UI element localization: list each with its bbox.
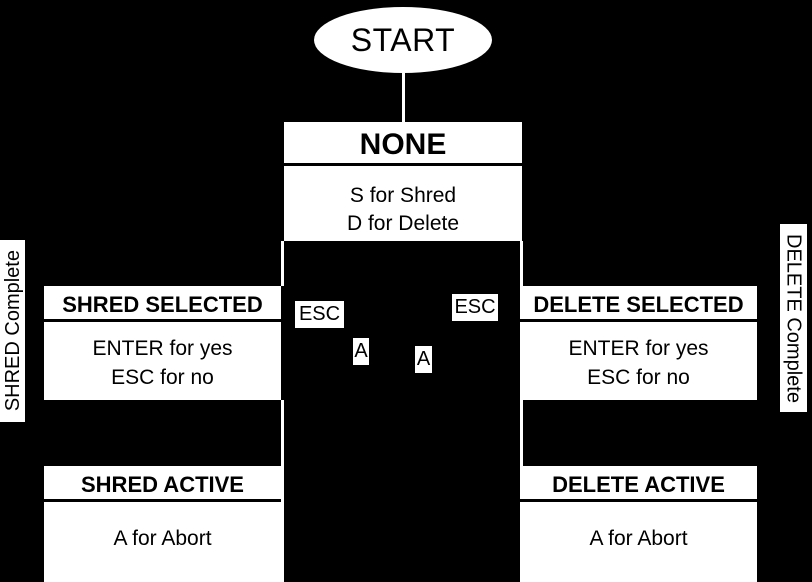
state-title-none: NONE xyxy=(284,122,522,166)
state-title-shred-active: SHRED ACTIVE xyxy=(44,466,281,502)
edge-label-esc-delete: ESC xyxy=(452,294,498,321)
side-label-delete-complete: DELETE Complete xyxy=(780,224,807,412)
state-node-none[interactable]: NONE S for Shred D for Delete xyxy=(284,122,522,241)
state-title-shred-selected: SHRED SELECTED xyxy=(44,286,281,322)
state-line: ESC for no xyxy=(587,366,690,389)
edge-label-text: ESC xyxy=(298,303,341,325)
edge-start-to-none xyxy=(402,73,405,122)
state-title-delete-active: DELETE ACTIVE xyxy=(520,466,757,502)
edge-label-esc-shred: ESC xyxy=(295,301,344,328)
edge-label-text: A xyxy=(354,340,368,362)
edge-label-text: ESC xyxy=(454,296,496,318)
side-label-text: DELETE Complete xyxy=(782,233,805,403)
state-line: D for Delete xyxy=(346,212,460,235)
start-node: START xyxy=(314,7,492,73)
edge-shred-selected-to-active xyxy=(281,400,284,582)
state-line: ENTER for yes xyxy=(568,337,709,360)
state-body-none: S for Shred D for Delete xyxy=(284,166,522,238)
state-node-delete-active[interactable]: DELETE ACTIVE A for Abort xyxy=(520,466,757,582)
state-node-shred-selected[interactable]: SHRED SELECTED ENTER for yes ESC for no xyxy=(44,286,281,400)
edge-none-to-shred-selected-vert xyxy=(281,241,284,286)
edge-label-abort-shred: A xyxy=(353,338,369,365)
state-title-delete-selected: DELETE SELECTED xyxy=(520,286,757,322)
edge-label-abort-delete: A xyxy=(415,346,432,373)
state-line: S for Shred xyxy=(349,184,457,207)
state-body-delete-selected: ENTER for yes ESC for no xyxy=(520,322,757,392)
state-body-shred-active: A for Abort xyxy=(44,502,281,553)
side-label-text: SHRED Complete xyxy=(1,250,24,412)
edge-none-to-delete-selected-vert xyxy=(520,241,523,286)
state-body-delete-active: A for Abort xyxy=(520,502,757,553)
state-line: A for Abort xyxy=(589,527,688,550)
state-node-delete-selected[interactable]: DELETE SELECTED ENTER for yes ESC for no xyxy=(520,286,757,400)
state-body-shred-selected: ENTER for yes ESC for no xyxy=(44,322,281,392)
side-label-shred-complete: SHRED Complete xyxy=(0,240,25,422)
edge-label-text: A xyxy=(416,348,431,370)
state-node-shred-active[interactable]: SHRED ACTIVE A for Abort xyxy=(44,466,281,582)
state-line: ENTER for yes xyxy=(92,337,233,360)
state-line: A for Abort xyxy=(113,527,212,550)
state-line: ESC for no xyxy=(111,366,214,389)
start-label: START xyxy=(350,21,456,58)
